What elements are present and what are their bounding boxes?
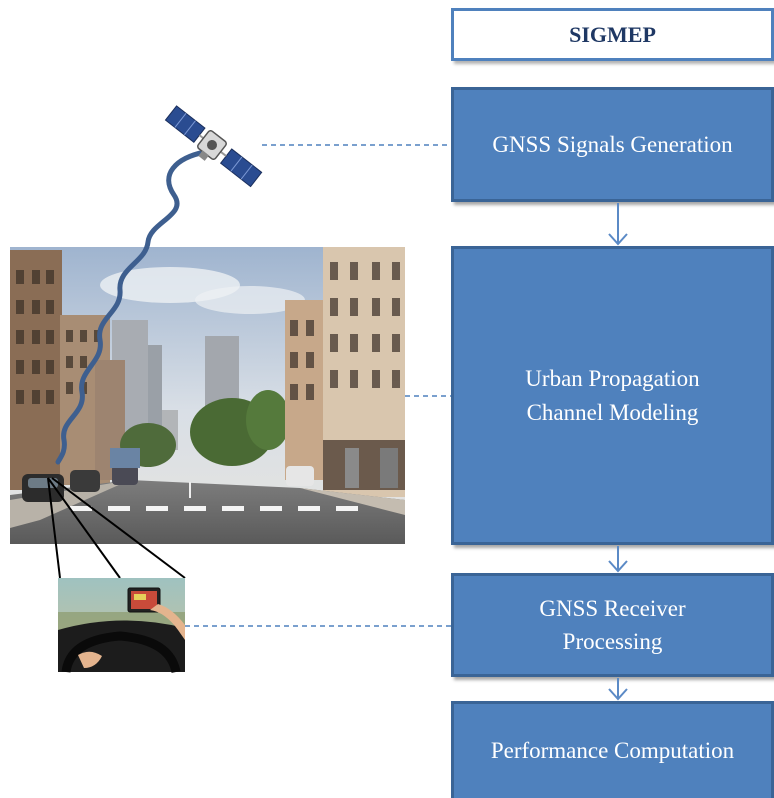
flow-arrows [608, 203, 628, 701]
urban-propagation-line-2: Channel Modeling [526, 399, 699, 425]
performance-computation-label: Performance Computation [490, 738, 735, 764]
street-scene-image [10, 247, 405, 544]
arrowhead-1 [608, 233, 628, 246]
performance-computation-block: Performance Computation [451, 701, 774, 798]
urban-propagation-line-1: Urban Propagation [525, 366, 700, 392]
arrowhead-2 [608, 560, 628, 573]
gnss-receiver-line-1: GNSS Receiver [539, 595, 686, 621]
gnss-receiver-processing-label: GNSS Receiver Processing [539, 592, 685, 659]
signal-wave [55, 149, 208, 465]
crosswalk [70, 506, 358, 511]
car-navigation-image [58, 578, 185, 674]
dashed-connectors [185, 144, 451, 627]
urban-propagation-block: Urban Propagation Channel Modeling [451, 246, 774, 545]
satellite-icon [164, 105, 263, 188]
arrowhead-3 [608, 688, 628, 701]
gnss-receiver-processing-block: GNSS Receiver Processing [451, 573, 774, 677]
gnss-signals-generation-block: GNSS Signals Generation [451, 87, 774, 202]
zoom-lines [47, 477, 186, 579]
gnss-signals-generation-label: GNSS Signals Generation [492, 131, 733, 157]
gnss-receiver-line-2: Processing [562, 629, 663, 654]
sigmep-title: SIGMEP [569, 21, 656, 47]
urban-propagation-label: Urban Propagation Channel Modeling [525, 362, 699, 429]
sigmep-title-box: SIGMEP [451, 8, 774, 61]
